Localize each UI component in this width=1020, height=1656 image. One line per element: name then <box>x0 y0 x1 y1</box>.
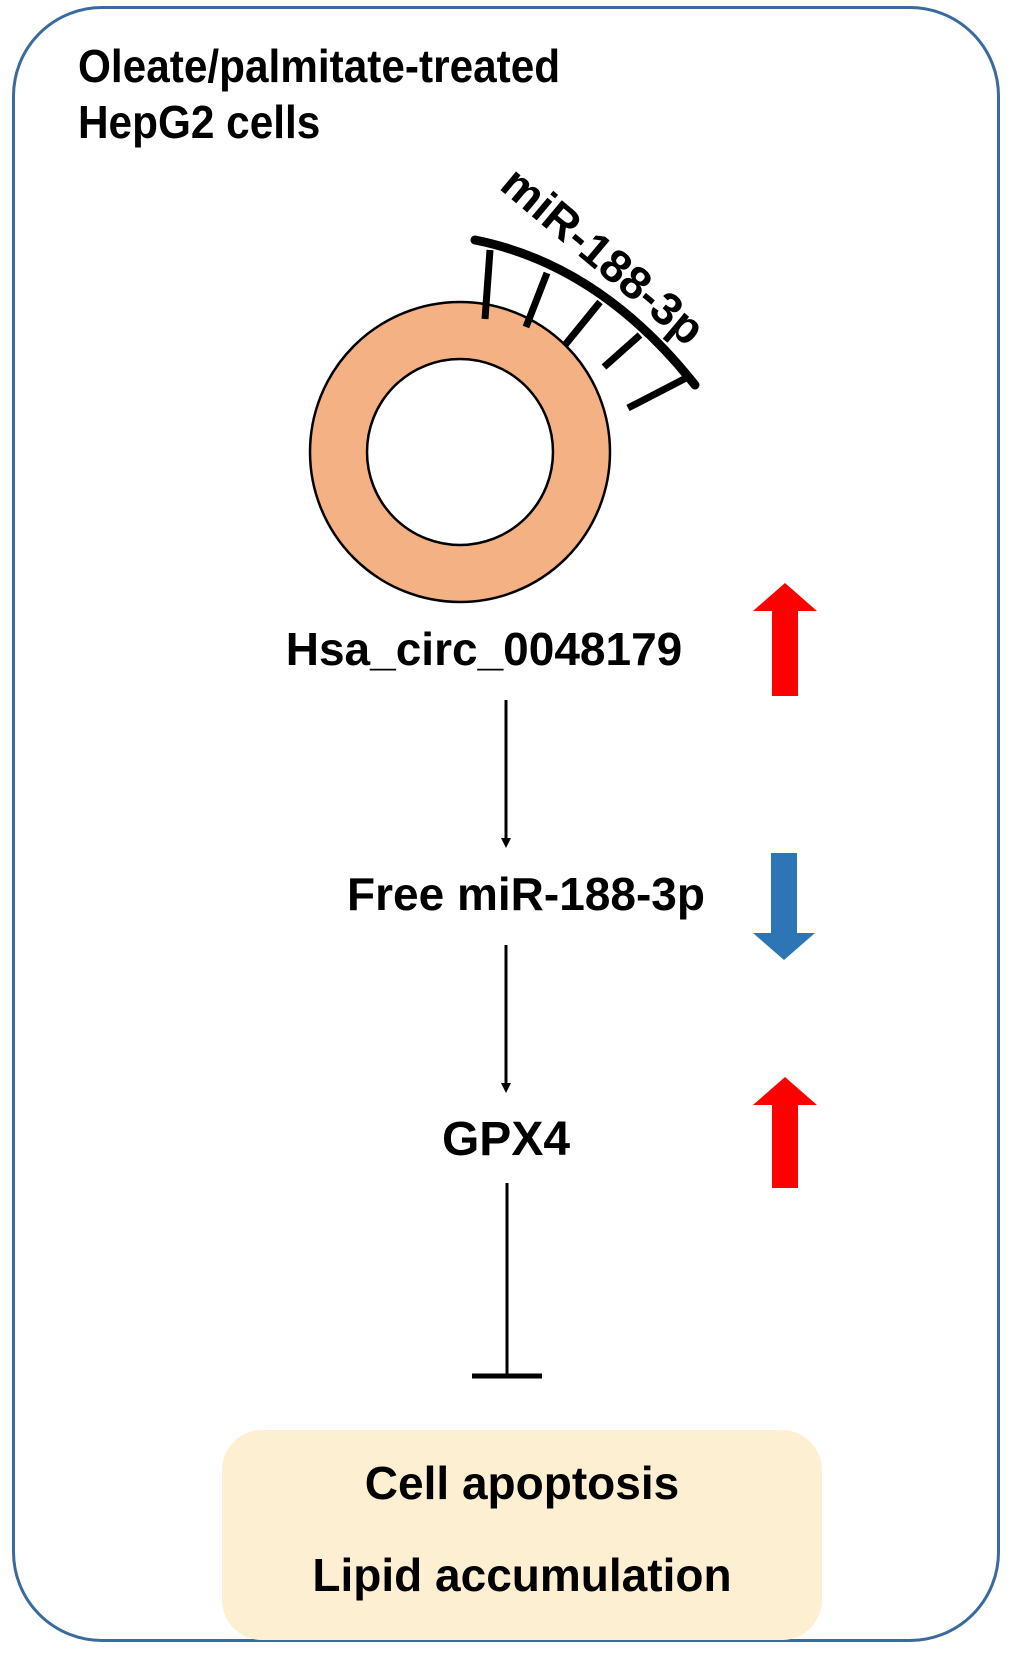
diagram-title: Oleate/palmitate-treated HepG2 cells <box>78 38 560 150</box>
outcome-cell-apoptosis: Cell apoptosis <box>364 1457 680 1509</box>
circrna-ring-icon <box>308 300 612 604</box>
outcome-lipid-accumulation: Lipid accumulation <box>312 1549 732 1601</box>
outcome-box: Cell apoptosis Lipid accumulation <box>222 1430 822 1640</box>
node-free-mir-188-3p: Free miR-188-3p <box>347 868 705 920</box>
down-arrow-icon <box>753 853 815 960</box>
title-line-1: Oleate/palmitate-treated <box>78 40 561 92</box>
up-arrow-icon <box>753 583 817 696</box>
node-gpx4: GPX4 <box>441 1113 571 1166</box>
edge-inhibition <box>472 1183 542 1379</box>
mirna-binding-icon <box>470 235 700 412</box>
title-line-2: HepG2 cells <box>78 96 321 148</box>
node-hsa-circ-0048179: Hsa_circ_0048179 <box>285 623 683 675</box>
up-arrow-icon <box>753 1077 817 1188</box>
cell-boundary-frame <box>12 6 1000 1642</box>
